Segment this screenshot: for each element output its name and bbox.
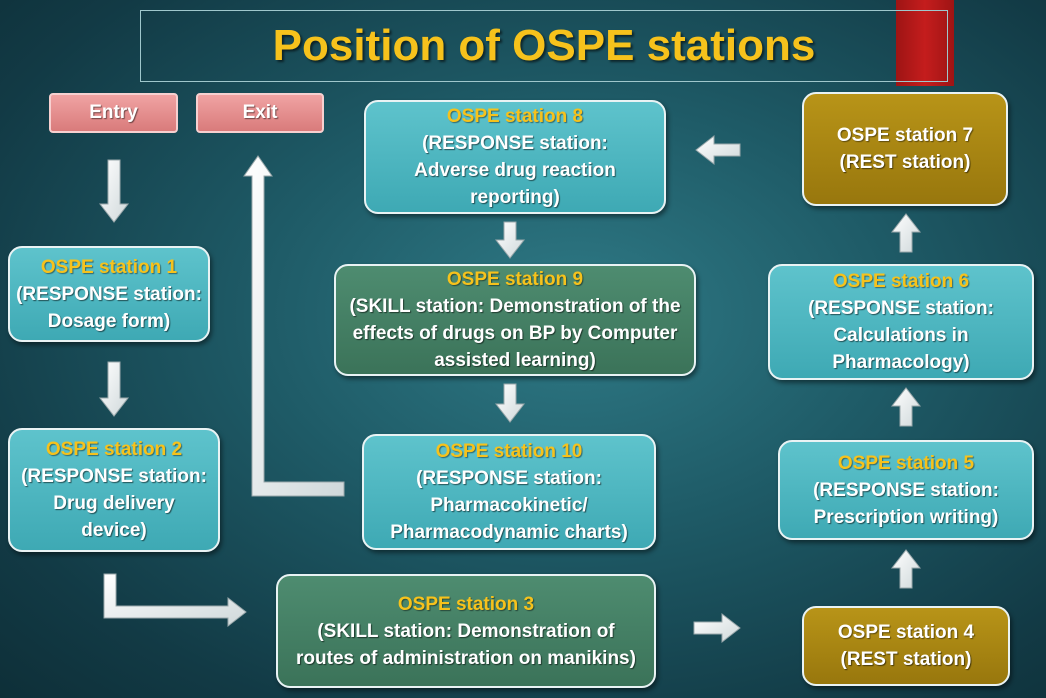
exit-label: Exit (196, 93, 324, 133)
arrow-station10-to-exit (243, 155, 345, 497)
station-8-desc: (RESPONSE station: Adverse drug reaction… (414, 133, 616, 208)
title-frame (140, 10, 948, 82)
station-4: OSPE station 4 (REST station) (802, 606, 1010, 686)
accent-bar (896, 0, 954, 86)
station-9-desc: (SKILL station: Demonstration of the eff… (349, 296, 681, 371)
station-5-desc: (RESPONSE station: Prescription writing) (813, 479, 999, 528)
arrow-station5-to-station6 (890, 387, 922, 427)
arrow-station8-to-station9 (494, 221, 526, 259)
arrow-station7-to-station8 (695, 134, 741, 166)
station-1-desc: (RESPONSE station: Dosage form) (16, 283, 202, 332)
arrow-station9-to-station10 (494, 383, 526, 423)
station-4-title: OSPE station 4 (837, 622, 975, 643)
station-9-title: OSPE station 9 (446, 269, 584, 290)
station-2-desc: (RESPONSE station: Drug delivery device) (21, 466, 207, 541)
station-2-title: OSPE station 2 (45, 439, 183, 460)
station-10-desc: (RESPONSE station: Pharmacokinetic/ Phar… (390, 468, 628, 543)
station-2: OSPE station 2 (RESPONSE station: Drug d… (8, 428, 220, 552)
station-7: OSPE station 7 (REST station) (802, 92, 1008, 206)
station-5-title: OSPE station 5 (837, 452, 975, 474)
station-4-desc: (REST station) (840, 649, 972, 670)
station-1-title: OSPE station 1 (40, 256, 178, 278)
station-7-title: OSPE station 7 (836, 125, 974, 146)
station-3-desc: (SKILL station: Demonstration of routes … (296, 620, 636, 669)
arrow-station4-to-station5 (890, 549, 922, 589)
page-title: Position of OSPE stations (272, 21, 816, 70)
station-1: OSPE station 1 (RESPONSE station: Dosage… (8, 246, 210, 342)
station-10-title: OSPE station 10 (435, 441, 583, 462)
arrow-entry-to-station1 (98, 159, 130, 223)
arrow-station2-to-station3 (103, 573, 247, 628)
arrow-station3-to-station4 (693, 612, 741, 644)
arrow-station6-to-station7 (890, 213, 922, 253)
station-3: OSPE station 3 (SKILL station: Demonstra… (276, 574, 656, 688)
arrow-station1-to-station2 (98, 361, 130, 417)
station-6: OSPE station 6 (RESPONSE station: Calcul… (768, 264, 1034, 380)
station-10: OSPE station 10 (RESPONSE station: Pharm… (362, 434, 656, 550)
entry-label: Entry (49, 93, 178, 133)
station-9: OSPE station 9 (SKILL station: Demonstra… (334, 264, 696, 376)
station-6-desc: (RESPONSE station: Calculations in Pharm… (808, 298, 994, 373)
station-8: OSPE station 8 (RESPONSE station: Advers… (364, 100, 666, 214)
station-5: OSPE station 5 (RESPONSE station: Prescr… (778, 440, 1034, 540)
station-7-desc: (REST station) (839, 152, 971, 173)
station-8-title: OSPE station 8 (446, 106, 584, 127)
station-6-title: OSPE station 6 (832, 271, 970, 292)
station-3-title: OSPE station 3 (397, 593, 535, 615)
